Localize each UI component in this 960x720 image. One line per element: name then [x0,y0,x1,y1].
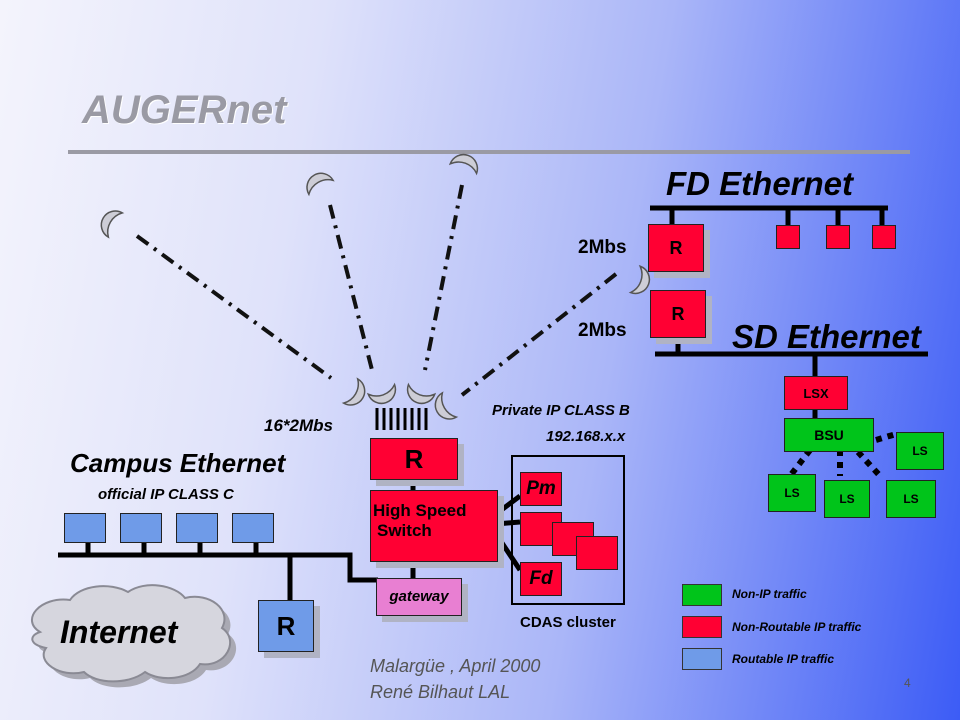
internet-router[interactable]: R [258,600,314,652]
antenna-central-4 [429,392,458,425]
sd-link-speed: 2Mbs [578,320,627,341]
microwave-link-1 [135,234,333,380]
lsx-label: LSX [803,385,829,401]
antenna-remote-1 [95,205,124,238]
fd-device-1[interactable] [776,225,800,249]
campus-ethernet-title: Campus Ethernet [70,448,286,478]
campus-workstation-2[interactable] [120,513,162,543]
fd-box[interactable]: Fd [520,562,562,596]
campus-subtitle: official IP CLASS C [98,486,234,503]
high-speed-switch[interactable]: High Speed Switch [370,490,498,562]
title-divider [68,150,910,154]
page-number: 4 [904,676,911,690]
microwave-link-2 [328,204,374,371]
pm-box[interactable]: Pm [520,472,562,506]
bsu-box[interactable]: BSU [784,418,874,452]
fd-device-2[interactable] [826,225,850,249]
ls-station-2[interactable]: LS [768,474,816,512]
antenna-central-2 [367,383,401,409]
fd-link-speed: 2Mbs [578,237,627,258]
central-router-label: R [404,444,424,474]
gateway-box[interactable]: gateway [376,578,462,616]
footer-line2: René Bilhaut LAL [370,682,511,702]
campus-workstation-3[interactable] [176,513,218,543]
ls-label-3: LS [839,492,855,506]
sd-ethernet-title: SD Ethernet [732,318,921,355]
lsx-box[interactable]: LSX [784,376,848,410]
antenna-central-3 [402,383,436,409]
legend-label-non-ip: Non-IP traffic [732,587,807,601]
ls-station-3[interactable]: LS [824,480,870,518]
central-link-speed: 16*2Mbs [264,416,333,435]
campus-workstation-4[interactable] [232,513,274,543]
internet-router-label: R [276,611,296,641]
fd-device-3[interactable] [872,225,896,249]
gateway-label: gateway [389,588,449,605]
central-router[interactable]: R [370,438,458,480]
pm-label: Pm [526,478,556,499]
microwave-link-4 [460,272,618,397]
fd-router[interactable]: R [648,224,704,272]
internet-label: Internet [60,614,178,650]
ls-station-1[interactable]: LS [896,432,944,470]
fd-router-label: R [669,238,683,258]
switch-label-line2: Switch [377,521,432,540]
legend-label-routable: Routable IP traffic [732,652,835,666]
legend-label-non-routable: Non-Routable IP traffic [732,620,862,634]
campus-workstation-1[interactable] [64,513,106,543]
microwave-link-3 [423,184,464,371]
antenna-remote-2 [301,167,334,196]
cdas-caption: CDAS cluster [520,614,616,631]
fd-label: Fd [529,568,553,589]
legend-swatch-routable [682,648,722,670]
private-ip-line2: 192.168.x.x [546,428,626,445]
sd-router-label: R [671,304,685,324]
slide-title: AUGERnet [82,88,287,132]
legend-swatch-non-ip [682,584,722,606]
antenna-remote-3 [449,149,483,175]
fd-ethernet-title: FD Ethernet [666,165,854,202]
ls-label-1: LS [912,444,928,458]
ls-label-4: LS [903,492,919,506]
cdas-node-3[interactable] [576,536,618,570]
legend-swatch-non-routable [682,616,722,638]
private-ip-line1: Private IP CLASS B [492,402,630,419]
ls-station-4[interactable]: LS [886,480,936,518]
sd-router[interactable]: R [650,290,706,338]
bsu-label: BSU [814,427,844,443]
footer-line1: Malargüe , April 2000 [370,656,541,676]
antenna-central-1 [342,378,371,411]
switch-label-line1: High Speed [373,501,467,520]
ls-label-2: LS [784,486,800,500]
